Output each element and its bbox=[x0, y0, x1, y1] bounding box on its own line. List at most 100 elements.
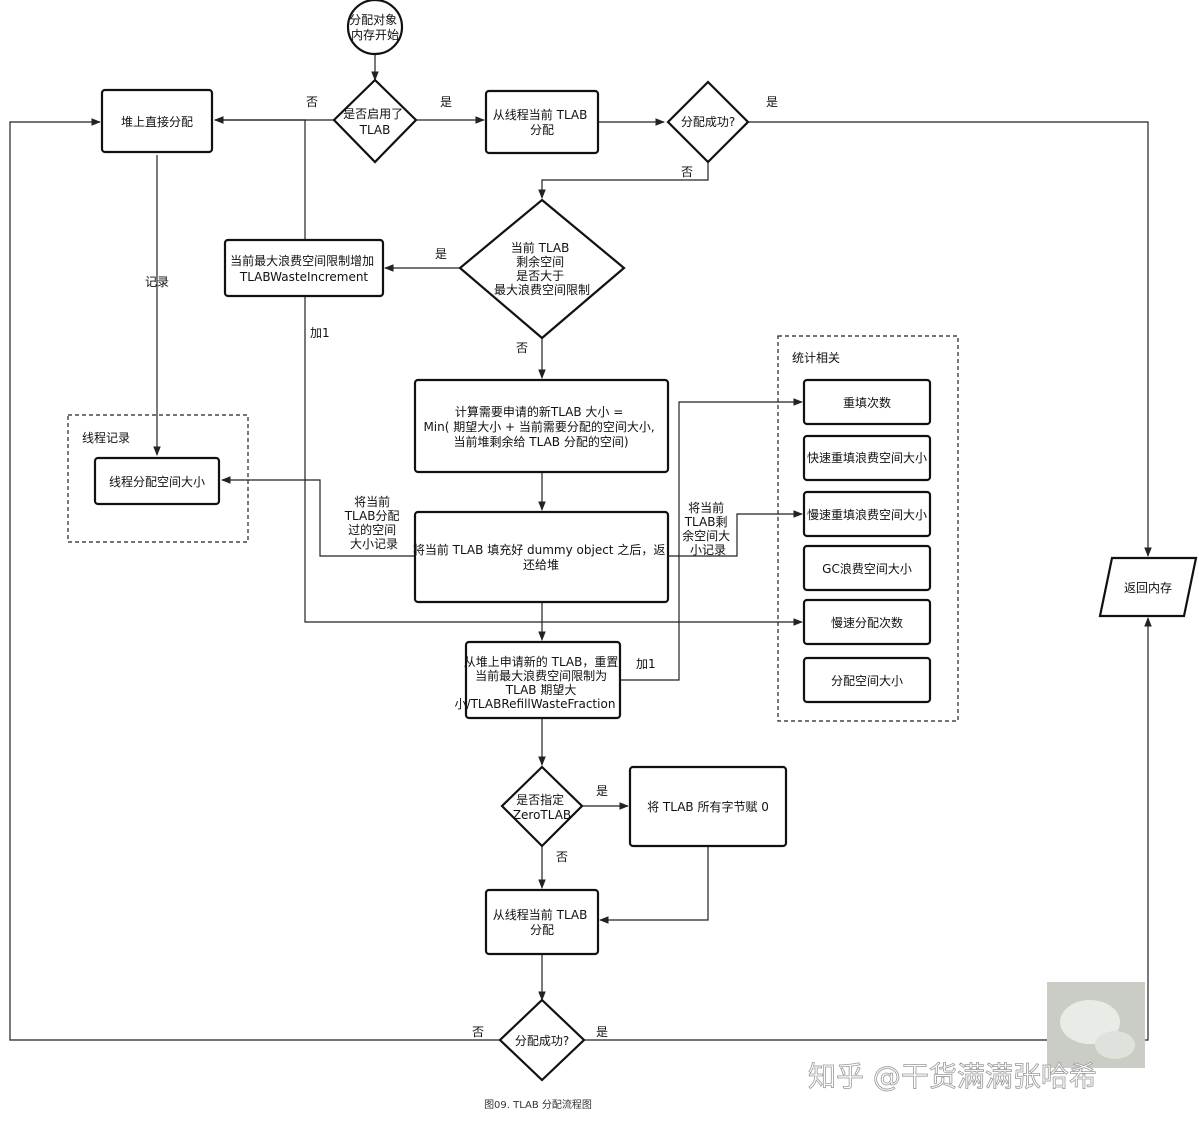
node-apply-new-tlab-line-1: 从堆上申请新的 TLAB，重置 bbox=[464, 654, 619, 669]
node-waste-increment-line-2: TLABWasteIncrement bbox=[239, 270, 369, 284]
node-fill-dummy-line-1: 将当前 TLAB 填充好 dummy object 之后，返 bbox=[413, 542, 666, 557]
watermark-avatar-blob-2 bbox=[1095, 1031, 1135, 1059]
edge-success-1-no-to-waste-check bbox=[538, 162, 709, 199]
node-gc-waste-shape bbox=[802, 544, 932, 592]
node-waste-check-line-1: 当前 TLAB bbox=[511, 240, 570, 255]
node-slow-refill-waste: 慢速重填浪费空间大小 bbox=[802, 490, 932, 538]
node-heap-direct-label: 堆上直接分配 bbox=[121, 114, 193, 129]
edge-zero-bytes-to-alloc-2 bbox=[599, 846, 709, 924]
label-add-one-left: 加1 bbox=[310, 326, 330, 340]
label-record-alloc-line-1: 将当前 bbox=[354, 494, 390, 509]
node-slow-refill-waste-shape bbox=[802, 490, 932, 538]
node-tlab-enabled-line-2: TLAB bbox=[359, 123, 391, 137]
node-fill-dummy-label: 将当前 TLAB 填充好 dummy object 之后，返 还给堆 bbox=[413, 542, 669, 572]
node-apply-new-tlab-line-4: 小/TLABRefillWasteFraction bbox=[455, 697, 616, 711]
node-start-shape bbox=[346, 0, 404, 56]
node-heap-direct-shape bbox=[100, 88, 214, 154]
node-return-mem-shape bbox=[1098, 556, 1198, 618]
node-tlab-enabled-line-1: 是否启用了 bbox=[343, 107, 403, 121]
label-no-zero: 否 bbox=[556, 850, 568, 864]
node-tlab-enabled-label: 是否启用了 TLAB bbox=[343, 107, 407, 137]
node-waste-increment-line-1: 当前最大浪费空间限制增加 bbox=[230, 253, 374, 268]
figure-caption: 图09. TLAB 分配流程图 bbox=[484, 1098, 592, 1111]
label-record-alloc-line-4: 大小记录 bbox=[350, 537, 398, 551]
node-slow-alloc-count-shape bbox=[802, 598, 932, 646]
node-alloc-from-tlab-1-line-1: 从线程当前 TLAB bbox=[493, 107, 588, 122]
node-alloc-from-tlab-1-label: 从线程当前 TLAB 分配 bbox=[493, 107, 591, 137]
label-record-remain: 将当前 TLAB剩 余空间大 小记录 bbox=[682, 500, 734, 557]
node-start-label: 分配对象 内存开始 bbox=[349, 13, 401, 42]
edge-labels: 否 是 是 否 是 否 记录 加1 将当前 TLAB分配 过的空间 大小记录 将… bbox=[145, 95, 778, 1039]
node-waste-check-line-4: 最大浪费空间限制 bbox=[494, 282, 590, 297]
node-return-mem-label: 返回内存 bbox=[1124, 581, 1172, 595]
node-fast-refill-waste-line-1: 快速重填浪费空间大小 bbox=[807, 450, 927, 465]
node-gc-waste-label: GC浪费空间大小 bbox=[822, 561, 912, 576]
node-alloc-from-tlab-1: 从线程当前 TLAB 分配 bbox=[484, 89, 600, 155]
watermark-avatar bbox=[1047, 982, 1145, 1068]
node-alloc-success-2-line-1: 分配成功? bbox=[515, 1034, 569, 1048]
node-return-mem-line-1: 返回内存 bbox=[1124, 581, 1172, 595]
node-gc-waste: GC浪费空间大小 bbox=[802, 544, 932, 592]
node-zero-tlab: 是否指定 ZeroTLAB bbox=[500, 765, 584, 848]
node-fast-refill-waste: 快速重填浪费空间大小 bbox=[802, 434, 932, 482]
label-no-tlab: 否 bbox=[306, 95, 318, 109]
node-compute-size: 计算需要申请的新TLAB 大小 = Min( 期望大小 + 当前需要分配的空间大… bbox=[413, 378, 670, 474]
node-zero-bytes: 将 TLAB 所有字节赋 0 bbox=[628, 765, 788, 848]
node-compute-size-line-3: 当前堆剩余给 TLAB 分配的空间) bbox=[453, 434, 628, 449]
edge-success-2-yes-to-return bbox=[584, 617, 1152, 1041]
node-heap-direct-line-1: 堆上直接分配 bbox=[121, 114, 193, 129]
node-fast-refill-waste-label: 快速重填浪费空间大小 bbox=[807, 450, 927, 465]
label-record: 记录 bbox=[145, 275, 169, 289]
node-refill-count-shape bbox=[802, 378, 932, 426]
label-yes-success-1: 是 bbox=[766, 95, 778, 109]
node-waste-check-line-2: 剩余空间 bbox=[516, 254, 564, 269]
node-waste-check: 当前 TLAB 剩余空间 是否大于 最大浪费空间限制 bbox=[458, 198, 626, 340]
node-return-mem: 返回内存 bbox=[1098, 556, 1198, 618]
label-record-alloc-line-3: 过的空间 bbox=[348, 522, 396, 537]
node-alloc-size-shape bbox=[802, 656, 932, 704]
node-alloc-from-tlab-2: 从线程当前 TLAB 分配 bbox=[484, 888, 600, 956]
node-waste-increment-shape bbox=[223, 238, 385, 298]
group-stats bbox=[777, 335, 959, 722]
node-alloc-success-1-shape bbox=[666, 80, 750, 164]
node-tlab-enabled-shape bbox=[332, 78, 418, 164]
node-refill-count: 重填次数 bbox=[802, 378, 932, 426]
node-start-line-1: 分配对象 bbox=[349, 13, 397, 27]
node-slow-alloc-count-label: 慢速分配次数 bbox=[831, 615, 903, 630]
node-gc-waste-line-1: GC浪费空间大小 bbox=[822, 561, 912, 576]
label-yes-tlab: 是 bbox=[440, 95, 452, 109]
edge-fill-record-alloc-to-thread bbox=[221, 476, 415, 557]
node-fill-dummy-line-2: 还给堆 bbox=[523, 558, 559, 572]
node-slow-refill-waste-line-1: 慢速重填浪费空间大小 bbox=[807, 507, 927, 522]
node-waste-check-label: 当前 TLAB 剩余空间 是否大于 最大浪费空间限制 bbox=[494, 240, 590, 297]
node-apply-new-tlab: 从堆上申请新的 TLAB，重置 当前最大浪费空间限制为 TLAB 期望大 小/T… bbox=[455, 640, 622, 720]
edge-success-1-yes-to-return bbox=[748, 121, 1152, 557]
node-start: 分配对象 内存开始 bbox=[346, 0, 404, 56]
node-slow-refill-waste-label: 慢速重填浪费空间大小 bbox=[807, 507, 927, 522]
node-alloc-from-tlab-2-shape bbox=[484, 888, 600, 956]
node-waste-increment-label: 当前最大浪费空间限制增加 TLABWasteIncrement bbox=[230, 253, 378, 284]
node-slow-alloc-count-line-1: 慢速分配次数 bbox=[831, 615, 903, 630]
edge-fill-record-remain-to-slow-refill bbox=[668, 510, 803, 557]
watermark-text: 知乎 @干货满满张哈希 bbox=[808, 1060, 1097, 1093]
label-record-alloc: 将当前 TLAB分配 过的空间 大小记录 bbox=[344, 494, 404, 551]
node-compute-size-label: 计算需要申请的新TLAB 大小 = Min( 期望大小 + 当前需要分配的空间大… bbox=[423, 404, 658, 449]
label-yes-waste: 是 bbox=[435, 247, 447, 261]
label-no-waste: 否 bbox=[516, 341, 528, 355]
node-thread-alloc-size-label: 线程分配空间大小 bbox=[109, 474, 205, 489]
node-fast-refill-waste-shape bbox=[802, 434, 932, 482]
node-alloc-success-2: 分配成功? bbox=[498, 998, 586, 1082]
label-record-remain-line-1: 将当前 bbox=[688, 500, 724, 515]
node-compute-size-line-1: 计算需要申请的新TLAB 大小 = bbox=[455, 404, 623, 419]
node-alloc-size-line-1: 分配空间大小 bbox=[831, 674, 903, 688]
node-zero-bytes-label: 将 TLAB 所有字节赋 0 bbox=[647, 799, 769, 814]
label-record-remain-line-4: 小记录 bbox=[690, 543, 726, 557]
node-waste-increment: 当前最大浪费空间限制增加 TLABWasteIncrement bbox=[223, 238, 385, 298]
node-compute-size-shape bbox=[413, 378, 670, 474]
node-refill-count-line-1: 重填次数 bbox=[843, 395, 891, 410]
node-thread-alloc-size-shape bbox=[93, 456, 221, 506]
node-slow-alloc-count: 慢速分配次数 bbox=[802, 598, 932, 646]
group-stats-title: 统计相关 bbox=[792, 351, 840, 365]
group-thread-record-title: 线程记录 bbox=[82, 430, 130, 445]
edge-success-2-no-to-heap-direct bbox=[9, 118, 500, 1041]
